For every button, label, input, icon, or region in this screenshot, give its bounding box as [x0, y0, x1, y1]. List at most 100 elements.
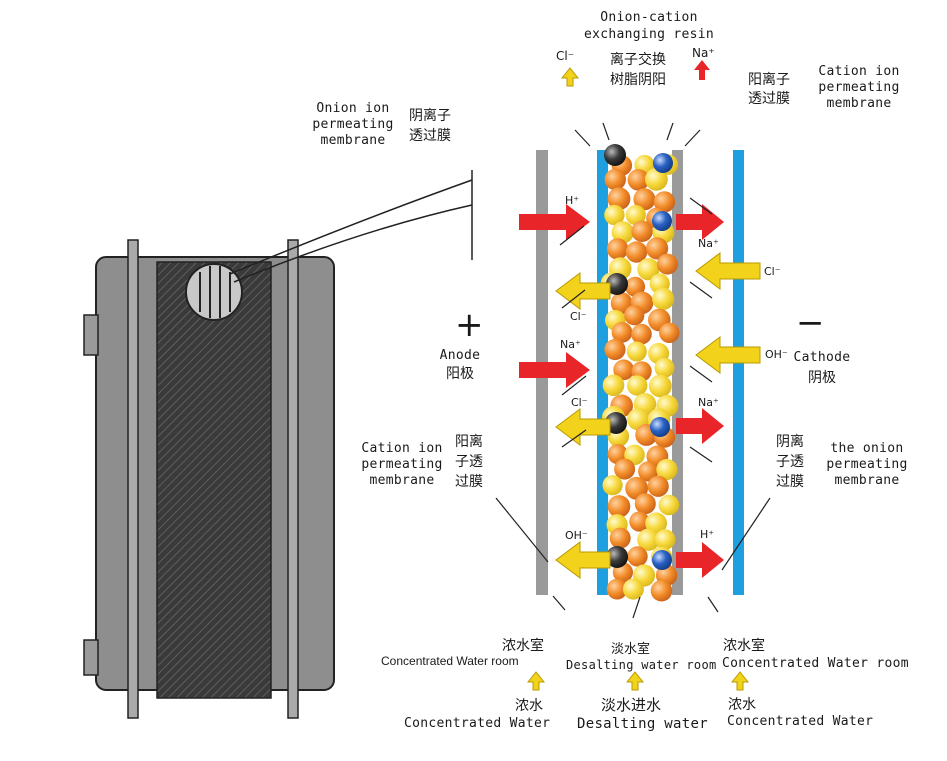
ion-h-top: H⁺ — [565, 194, 580, 207]
yellow-arrow-icon — [555, 408, 611, 446]
resin-bead — [613, 359, 635, 381]
resin-bead — [648, 374, 672, 398]
resin-bead — [602, 374, 625, 397]
yellow-up-arrow-icon — [526, 671, 546, 691]
resin-bead — [604, 204, 625, 226]
ion-h-bottom: H⁺ — [700, 528, 715, 541]
resin-bead — [653, 191, 676, 213]
onion-membrane-bottom-en-3: membrane — [834, 473, 900, 488]
resin-bead — [634, 493, 656, 515]
label-pointers — [495, 497, 771, 619]
resin-bead — [656, 253, 678, 275]
cathode-label-en: Cathode — [793, 350, 851, 365]
resin-bead — [627, 546, 648, 567]
resin-bead — [638, 461, 659, 482]
inlet-right-en: Concentrated Water — [727, 714, 874, 729]
yellow-arrow-icon — [555, 541, 611, 579]
cation-resin-ball — [650, 417, 670, 437]
resin-bead — [614, 458, 636, 480]
cation-membrane-top-en-3: membrane — [826, 96, 892, 111]
inlet-right-cn: 浓水 — [728, 697, 756, 713]
room-left-cn: 浓水室 — [502, 638, 544, 654]
resin-bead — [629, 511, 650, 532]
resin-bead — [656, 458, 678, 481]
resin-label-cn-2: 树脂阴阳 — [610, 72, 666, 88]
anode-plus-sign: + — [455, 305, 484, 345]
inlet-mid-en: Desalting water — [577, 716, 708, 732]
ion-na-right-2: Na⁺ — [698, 396, 719, 409]
anion-resin-ball — [606, 546, 628, 568]
resin-bead — [625, 241, 648, 263]
cation-resin-ball — [652, 211, 672, 231]
resin-bead — [658, 494, 680, 516]
cation-membrane-top-en-2: permeating — [818, 80, 900, 95]
red-arrow-icon — [676, 204, 724, 240]
resin-bead — [647, 475, 669, 497]
module-tab-upper — [83, 314, 99, 356]
cathode-minus-sign: − — [796, 303, 825, 343]
room-right-cn: 浓水室 — [723, 638, 765, 654]
resin-bead — [627, 375, 648, 396]
resin-bead — [627, 169, 650, 191]
onion-membrane-bottom-cn-2: 子透 — [776, 454, 804, 470]
yellow-arrow-icon — [695, 336, 761, 374]
resin-bead — [622, 578, 644, 600]
onion-membrane-bottom-cn-1: 阴离 — [776, 434, 804, 450]
resin-bead — [606, 238, 629, 260]
red-up-arrow-icon — [694, 60, 710, 80]
resin-bead — [646, 237, 669, 260]
resin-bead — [631, 220, 653, 242]
cation-membrane-bottom-en-1: Cation ion — [361, 441, 443, 456]
room-left-en: Concentrated Water room — [381, 654, 519, 668]
resin-bead — [659, 322, 680, 343]
resin-bead — [650, 579, 673, 602]
ion-cl-left-2: Cl⁻ — [571, 396, 588, 409]
top-na-ion: Na⁺ — [692, 46, 715, 60]
ion-cl-left-1: Cl⁻ — [570, 310, 587, 323]
cation-membrane-right — [733, 150, 744, 595]
room-mid-cn: 淡水室 — [611, 642, 651, 657]
resin-label-cn-1: 离子交换 — [610, 52, 666, 68]
ion-oh-left: OH⁻ — [565, 529, 588, 542]
resin-bead — [637, 258, 660, 281]
resin-bead — [602, 475, 623, 496]
cation-membrane-top-cn-2: 透过膜 — [748, 91, 790, 107]
onion-membrane-bottom-cn-3: 过膜 — [776, 474, 804, 490]
red-arrow-icon — [676, 542, 724, 578]
onion-membrane-top-cn-2: 透过膜 — [409, 128, 451, 144]
resin-bead — [624, 305, 645, 326]
resin-bead — [633, 188, 656, 211]
inlet-left-en: Concentrated Water — [404, 716, 551, 731]
inlet-left-cn: 浓水 — [515, 698, 543, 714]
resin-bead — [611, 221, 634, 244]
red-arrow-icon — [676, 408, 724, 444]
inlet-mid-cn: 淡水进水 — [601, 696, 662, 714]
cell-schematic — [495, 60, 771, 691]
yellow-up-arrow-icon — [625, 671, 645, 691]
ion-cl-right-1: Cl⁻ — [764, 265, 781, 278]
resin-bead — [607, 495, 631, 518]
cation-membrane-left — [597, 150, 608, 595]
resin-bead — [637, 528, 660, 551]
magnify-leader-line — [229, 179, 473, 275]
ion-oh-right: OH⁻ — [765, 348, 788, 361]
anode-label-cn: 阳极 — [446, 366, 474, 382]
resin-bead — [609, 527, 631, 549]
cation-resin-ball — [652, 550, 672, 570]
resin-bead — [611, 321, 633, 343]
yellow-arrow-icon — [695, 252, 761, 290]
room-mid-en: Desalting water room — [566, 658, 717, 672]
room-right-en: Concentrated Water room — [722, 656, 909, 671]
anion-membrane-right — [672, 150, 683, 595]
red-arrow-icon — [519, 204, 590, 240]
cation-membrane-top-en-1: Cation ion — [818, 64, 900, 79]
resin-bead — [645, 167, 668, 191]
anion-resin-ball — [606, 273, 628, 295]
resin-bead — [607, 187, 631, 211]
anion-flow-arrows — [555, 252, 761, 579]
resin-bead — [631, 323, 652, 345]
onion-membrane-top-en-1: Onion ion — [316, 101, 390, 116]
resin-bead — [604, 168, 626, 191]
resin-label-en-1: Onion-cation — [600, 10, 698, 25]
